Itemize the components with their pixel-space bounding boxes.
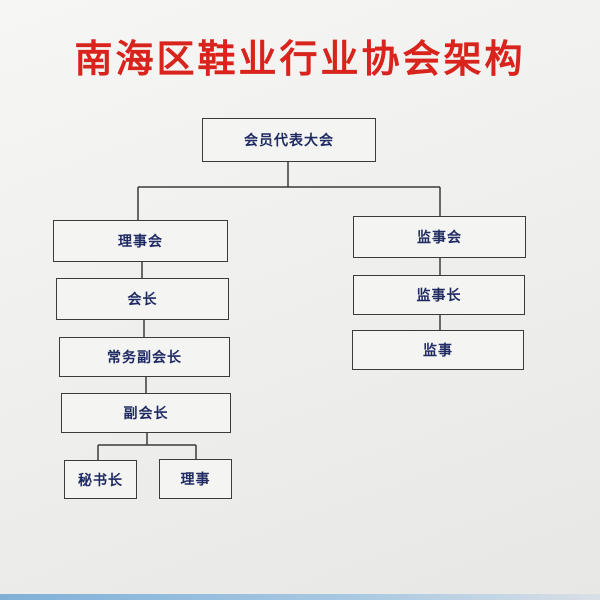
node-chief-supervisor: 监事长 — [353, 275, 525, 315]
node-supervisory-board: 监事会 — [353, 216, 526, 258]
node-supervisor: 监事 — [352, 330, 524, 370]
node-council: 理事会 — [53, 220, 228, 262]
node-president: 会长 — [56, 278, 229, 320]
node-members-assembly: 会员代表大会 — [202, 118, 376, 162]
page-title: 南海区鞋业行业协会架构 — [74, 37, 526, 81]
node-director: 理事 — [159, 459, 232, 499]
bottom-edge-strip — [0, 594, 600, 600]
node-vice-president: 副会长 — [61, 393, 231, 433]
node-executive-vice-president: 常务副会长 — [59, 337, 230, 377]
node-secretary-general: 秘书长 — [64, 460, 137, 499]
